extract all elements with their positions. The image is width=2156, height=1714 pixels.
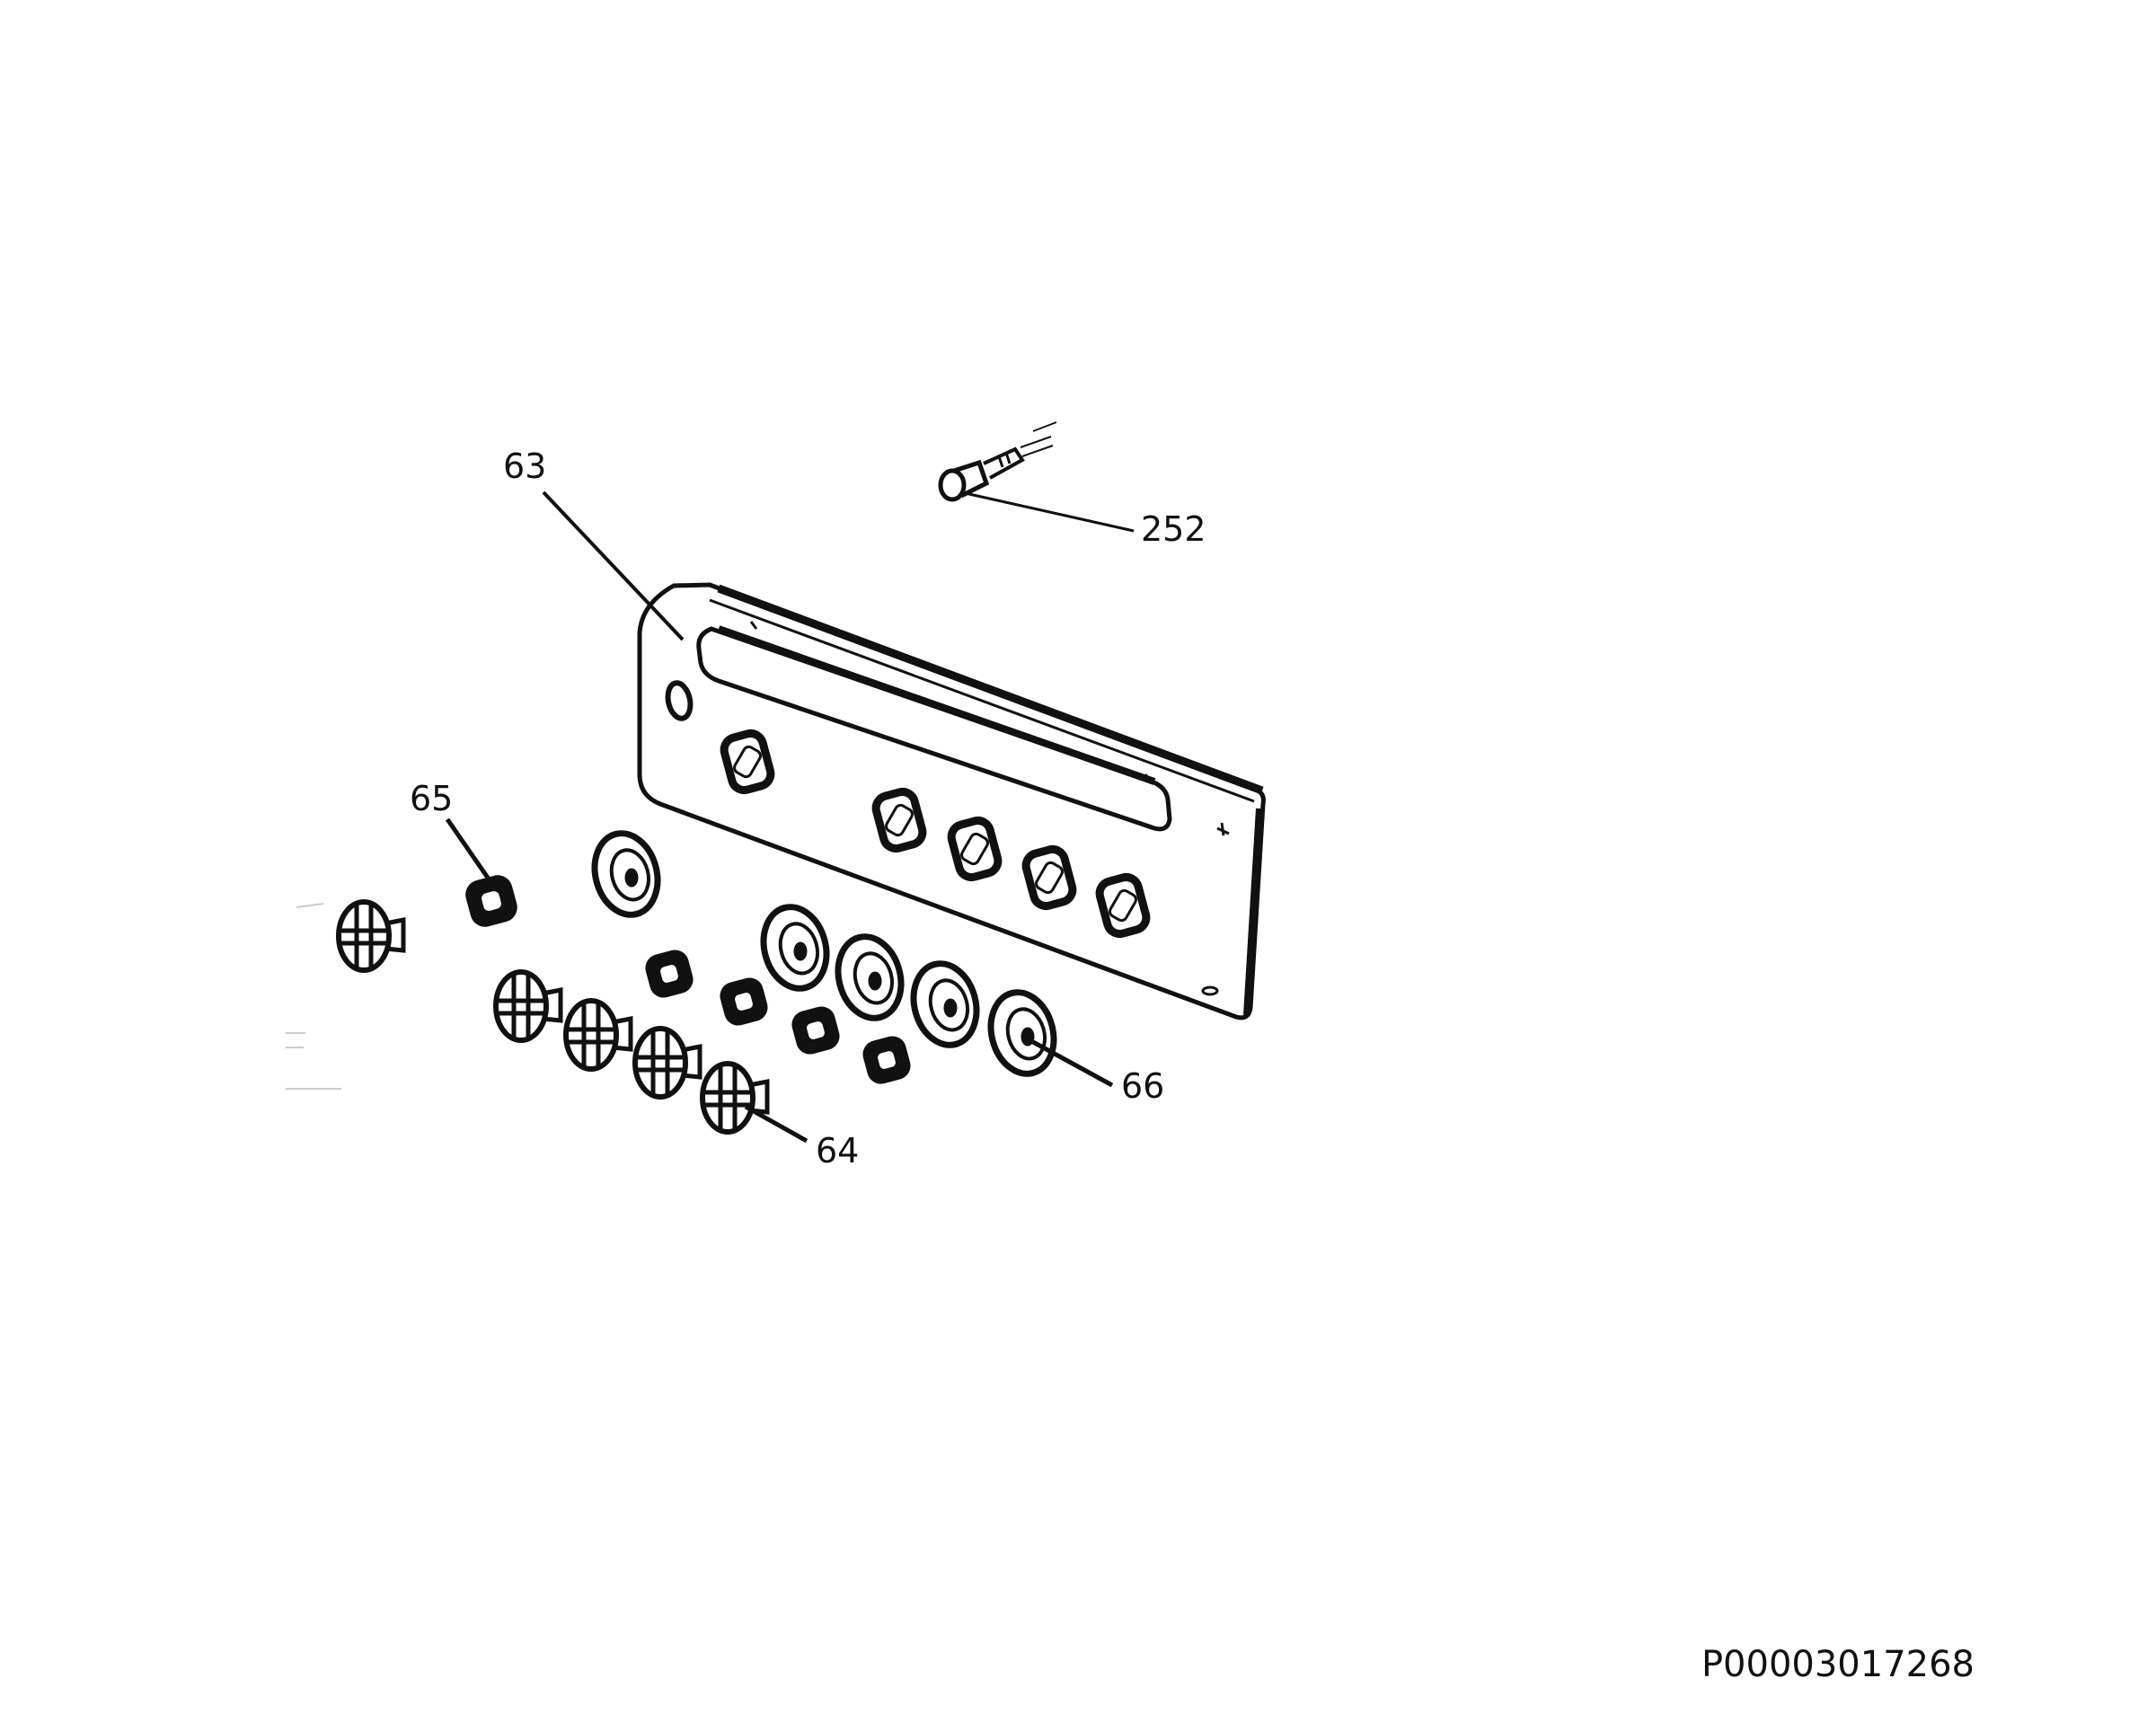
panel-knob-holes xyxy=(720,729,1151,939)
callout-66: 66 xyxy=(1121,1066,1164,1106)
indicator-lamp xyxy=(938,421,1057,502)
control-knobs xyxy=(336,899,770,1135)
bezel-rings xyxy=(591,830,1057,1077)
faint-marks xyxy=(286,903,341,1090)
callout-64: 64 xyxy=(816,1131,859,1171)
leader-66 xyxy=(1031,1039,1114,1088)
leader-252 xyxy=(960,490,1135,533)
knob-washers xyxy=(465,875,911,1084)
control-panel xyxy=(637,582,1266,1020)
leader-lines xyxy=(445,490,1135,1144)
callout-63: 63 xyxy=(503,446,546,486)
callout-65: 65 xyxy=(410,779,453,818)
callout-252: 252 xyxy=(1141,509,1206,549)
document-id: P00003017268 xyxy=(1701,1644,1975,1685)
leader-64 xyxy=(744,1104,808,1144)
leader-65 xyxy=(445,817,492,882)
leader-63 xyxy=(542,490,685,641)
